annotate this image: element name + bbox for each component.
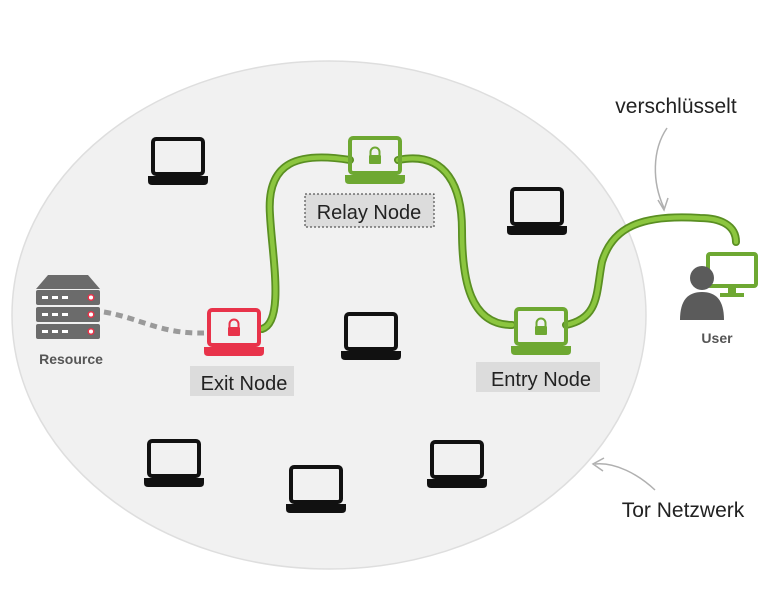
resource-connection [103, 309, 205, 336]
network-label: Tor Netzwerk [622, 499, 745, 522]
network-arrow [594, 463, 656, 491]
exit-node-label: Exit Node [201, 373, 288, 395]
entry-node-label: Entry Node [491, 369, 591, 391]
encrypted-arrow [654, 127, 668, 209]
entry-node-label-bg [476, 362, 600, 392]
user-icon [680, 252, 758, 320]
resource-label: Resource [39, 351, 103, 367]
server-icon [36, 275, 100, 339]
encrypted-label: verschlüsselt [615, 95, 737, 118]
relay-node-label: Relay Node [317, 202, 422, 224]
user-label: User [701, 330, 733, 346]
exit-node-label-bg [190, 366, 294, 396]
relay-node-label-bg [304, 193, 435, 228]
